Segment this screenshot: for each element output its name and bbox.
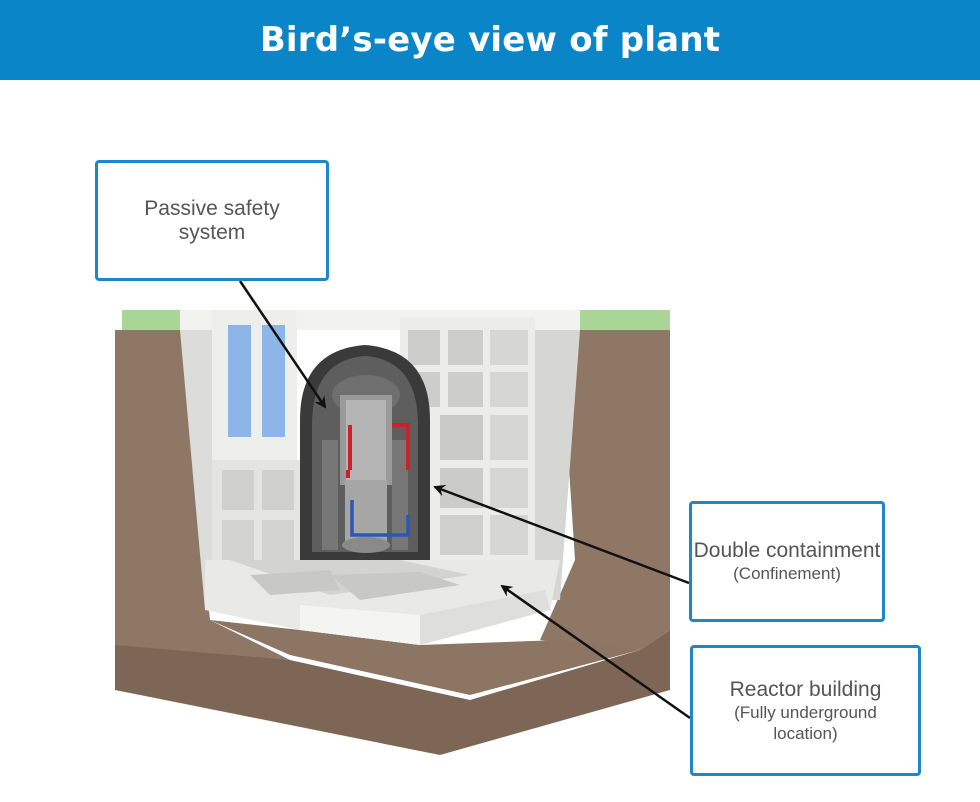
reactor-building-sublabel: (Fully underground location) xyxy=(734,702,877,743)
passive-safety-callout: Passive safety system xyxy=(95,160,329,281)
title-banner: Bird’s-eye view of plant xyxy=(0,0,980,80)
double-containment-sublabel: (Confinement) xyxy=(733,564,841,583)
double-containment-arrow xyxy=(433,484,690,585)
double-containment-callout: Double containment (Confinement) xyxy=(689,501,885,622)
passive-safety-label: Passive safety system xyxy=(144,196,280,244)
reactor-building-label: Reactor building xyxy=(729,677,882,701)
reactor-building xyxy=(180,310,580,645)
passive-safety-arrow xyxy=(238,280,327,409)
reactor-building-callout: Reactor building (Fully underground loca… xyxy=(690,645,921,776)
leader-arrows xyxy=(238,280,691,720)
coolant-loops xyxy=(346,423,410,537)
double-containment-label: Double containment xyxy=(693,539,881,562)
page-title: Bird’s-eye view of plant xyxy=(259,20,721,60)
reactor-building-arrow xyxy=(500,584,691,720)
